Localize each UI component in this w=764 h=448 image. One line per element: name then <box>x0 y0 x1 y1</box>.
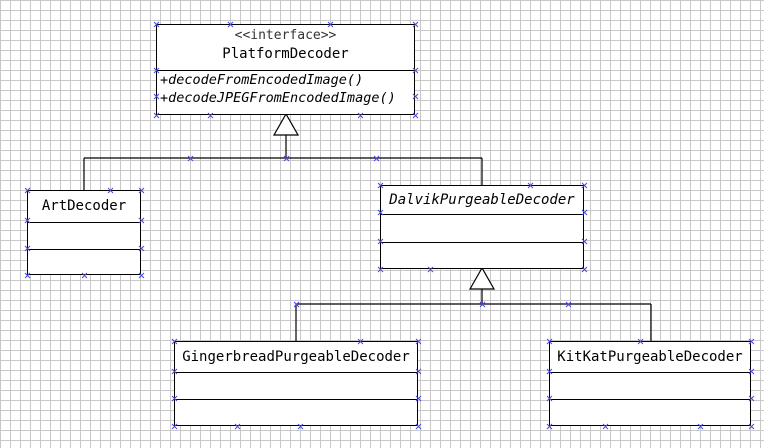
selection-handle-icon <box>748 423 754 429</box>
selection-handle-icon <box>283 155 289 161</box>
interface-stereotype: <<interface>> <box>234 28 337 43</box>
selection-handle-icon <box>138 272 144 278</box>
selection-handle-icon <box>581 209 587 215</box>
selection-handle-icon <box>602 423 608 429</box>
selection-handle-icon <box>412 67 418 73</box>
dalvikpurgeabledecoder-operations <box>381 242 583 267</box>
selection-handle-icon <box>415 395 421 401</box>
selection-handle-icon <box>479 301 485 307</box>
selection-handle-icon <box>581 238 587 244</box>
selection-handle-icon <box>748 368 754 374</box>
generalization-connector-top[interactable] <box>83 135 483 190</box>
selection-handle-icon <box>373 155 379 161</box>
selection-handle-icon <box>81 272 87 278</box>
generalization-connector-bottom[interactable] <box>295 289 652 341</box>
selection-handle-icon <box>412 112 418 118</box>
selection-handle-icon <box>581 266 587 272</box>
dalvikpurgeabledecoder-name: DalvikPurgeableDecoder <box>389 192 575 208</box>
selection-handle-icon <box>171 423 177 429</box>
selection-handle-icon <box>637 338 643 344</box>
selection-handle-icon <box>427 266 433 272</box>
kitkatpurgeabledecoder-attributes <box>550 372 750 399</box>
selection-handle-icon <box>546 395 552 401</box>
selection-handle-icon <box>171 368 177 374</box>
gingerbreadpurgeabledecoder-class-box[interactable]: GingerbreadPurgeableDecoder <box>174 341 418 426</box>
gingerbreadpurgeabledecoder-attributes <box>175 372 417 399</box>
kitkatpurgeabledecoder-class-box[interactable]: KitKatPurgeableDecoder <box>549 341 751 426</box>
selection-handle-icon <box>546 423 552 429</box>
kitkatpurgeabledecoder-name: KitKatPurgeableDecoder <box>557 349 743 365</box>
selection-handle-icon <box>24 187 30 193</box>
selection-handle-icon <box>171 395 177 401</box>
selection-handle-icon <box>412 93 418 99</box>
selection-handle-icon <box>138 217 144 223</box>
selection-handle-icon <box>546 338 552 344</box>
gingerbreadpurgeabledecoder-name: GingerbreadPurgeableDecoder <box>182 349 410 365</box>
selection-handle-icon <box>187 155 193 161</box>
selection-handle-icon <box>377 266 383 272</box>
selection-handle-icon <box>748 395 754 401</box>
selection-handle-icon <box>327 21 333 27</box>
selection-handle-icon <box>24 245 30 251</box>
selection-handle-icon <box>697 423 703 429</box>
artdecoder-attributes <box>28 222 140 249</box>
selection-handle-icon <box>107 187 113 193</box>
operation-decode-from-encoded-image: +decodeFromEncodedImage() <box>160 72 364 88</box>
generalization-arrowhead-top <box>272 112 300 136</box>
selection-handle-icon <box>234 423 240 429</box>
artdecoder-operations <box>28 249 140 273</box>
generalization-arrowhead-bottom <box>468 266 496 290</box>
selection-handle-icon <box>138 245 144 251</box>
selection-handle-icon <box>415 368 421 374</box>
selection-handle-icon <box>24 272 30 278</box>
selection-handle-icon <box>153 93 159 99</box>
selection-handle-icon <box>565 301 571 307</box>
dalvikpurgeabledecoder-class-box[interactable]: DalvikPurgeableDecoder <box>380 185 584 269</box>
selection-handle-icon <box>207 112 213 118</box>
selection-handle-icon <box>24 217 30 223</box>
selection-handle-icon <box>415 338 421 344</box>
selection-handle-icon <box>415 423 421 429</box>
selection-handle-icon <box>377 182 383 188</box>
selection-handle-icon <box>153 21 159 27</box>
selection-handle-icon <box>581 182 587 188</box>
selection-handle-icon <box>357 112 363 118</box>
selection-handle-icon <box>171 338 177 344</box>
platformdecoder-interface-box[interactable]: <<interface>> PlatformDecoder +decodeFro… <box>156 24 415 115</box>
artdecoder-class-box[interactable]: ArtDecoder <box>27 190 141 275</box>
selection-handle-icon <box>357 338 363 344</box>
interface-name: PlatformDecoder <box>222 46 349 62</box>
selection-handle-icon <box>546 368 552 374</box>
kitkatpurgeabledecoder-operations <box>550 399 750 424</box>
selection-handle-icon <box>227 21 233 27</box>
selection-handle-icon <box>297 423 303 429</box>
artdecoder-name: ArtDecoder <box>41 198 127 214</box>
dalvikpurgeabledecoder-attributes <box>381 214 583 242</box>
selection-handle-icon <box>748 338 754 344</box>
selection-handle-icon <box>377 238 383 244</box>
selection-handle-icon <box>138 187 144 193</box>
selection-handle-icon <box>153 112 159 118</box>
gingerbreadpurgeabledecoder-operations <box>175 399 417 424</box>
selection-handle-icon <box>377 209 383 215</box>
selection-handle-icon <box>412 21 418 27</box>
selection-handle-icon <box>293 301 299 307</box>
selection-handle-icon <box>153 67 159 73</box>
operation-decode-jpeg-from-encoded-image: +decodeJPEGFromEncodedImage() <box>160 90 396 106</box>
selection-handle-icon <box>527 182 533 188</box>
